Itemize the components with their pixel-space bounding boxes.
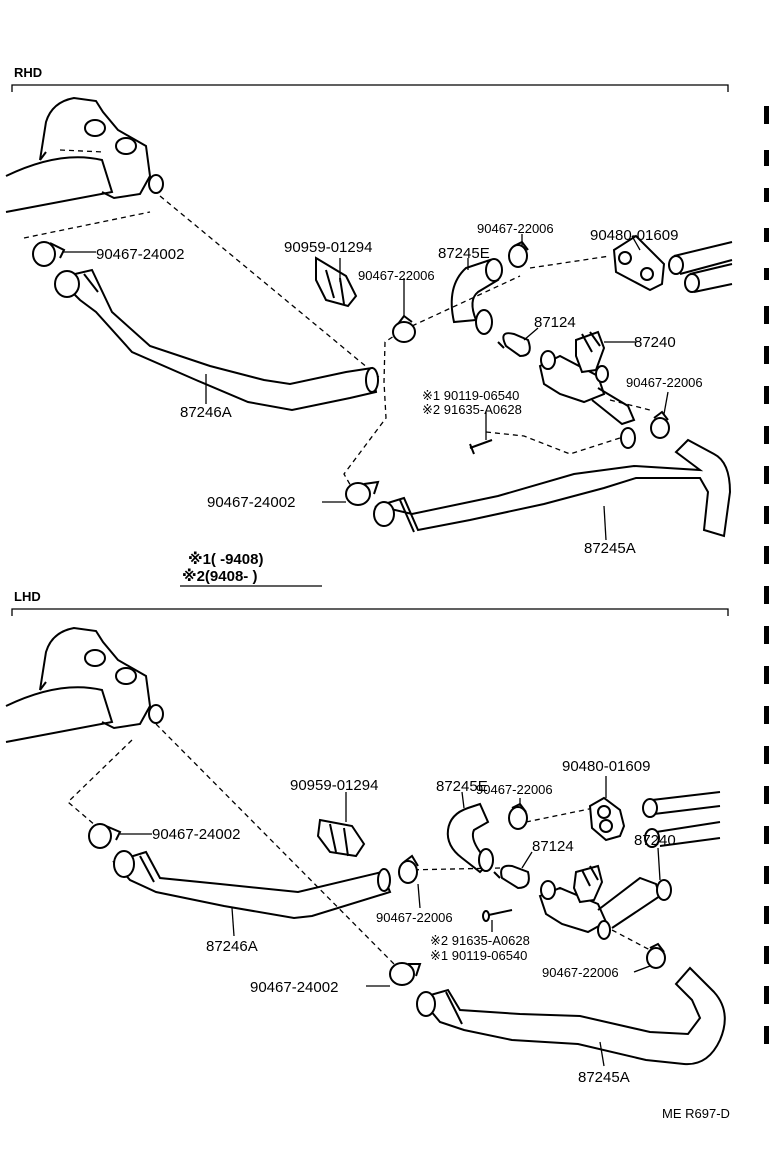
rhd-label-90467-24002-bottom: 90467-24002 bbox=[207, 494, 295, 511]
rhd-label-90467-22006-top: 90467-22006 bbox=[477, 221, 554, 236]
lhd-label-90467-24002-bottom: 90467-24002 bbox=[250, 979, 338, 996]
lhd-clamp-90467-24002-bottom: 90467-24002 bbox=[250, 962, 422, 996]
lhd-clamp-90959-01294: 90959-01294 bbox=[290, 777, 378, 858]
lhd-hose-87245a: 87245A bbox=[416, 966, 726, 1086]
lhd-label-90467-22006-top: 90467-22006 bbox=[476, 782, 553, 797]
lhd-dash-line-1 bbox=[155, 723, 397, 967]
rhd-dash-line-3 bbox=[411, 275, 521, 327]
legend-line-2: ※2(9408- ) bbox=[182, 567, 257, 585]
lhd-engine-block bbox=[5, 626, 164, 827]
lhd-heater-pipes bbox=[642, 791, 721, 848]
rhd-clamp-90467-24002-top: 90467-24002 bbox=[32, 241, 184, 267]
lhd-label-90467-22006-right: 90467-22006 bbox=[542, 965, 619, 980]
rhd-clamp-90467-22006-top: 90467-22006 bbox=[477, 221, 554, 268]
rhd-heater-pipes bbox=[668, 241, 733, 293]
lhd-clamp-90467-24002-top: 90467-24002 bbox=[88, 823, 240, 849]
rhd-label-bolt-1: ※1 90119-06540 bbox=[422, 388, 519, 403]
lhd-clamp-90467-22006-right: 90467-22006 bbox=[542, 942, 666, 980]
lhd-clamp-90467-22006-top: 90467-22006 bbox=[476, 782, 553, 830]
lhd-label-bolt-2: ※2 91635-A0628 bbox=[430, 933, 530, 948]
rhd-dash-line-4 bbox=[529, 255, 611, 269]
lhd-label-87245e: 87245E bbox=[436, 778, 488, 795]
rhd-label-90467-22006-left: 90467-22006 bbox=[358, 268, 435, 283]
rhd-clamp-90467-24002-bottom: 90467-24002 bbox=[207, 480, 380, 511]
rhd-clip-87124: 87124 bbox=[497, 314, 576, 358]
rhd-label-bolt-2: ※2 91635-A0628 bbox=[422, 402, 522, 417]
lhd-label-87124: 87124 bbox=[532, 838, 574, 855]
rhd-clamp-90467-22006-right: 90467-22006 bbox=[626, 375, 703, 439]
rhd-label-87246a: 87246A bbox=[180, 404, 232, 421]
rhd-engine-block bbox=[5, 96, 164, 239]
lhd-label-87246a: 87246A bbox=[206, 938, 258, 955]
rhd-hose-87246a: 87246A bbox=[54, 268, 379, 421]
lhd-clamp-90467-22006-left: 90467-22006 bbox=[376, 854, 453, 925]
lhd-dash-line-2 bbox=[525, 807, 595, 823]
rhd-dash-line-6 bbox=[609, 399, 651, 411]
rhd-label-87245e: 87245E bbox=[438, 245, 490, 262]
rhd-clamp-90467-22006-left: 90467-22006 bbox=[358, 268, 435, 343]
lhd-section: LHD 90467-24002 bbox=[5, 589, 729, 1086]
rhd-label-90959-01294: 90959-01294 bbox=[284, 239, 372, 256]
lhd-dash-line-4 bbox=[611, 929, 651, 951]
rhd-label-90467-24002-top: 90467-24002 bbox=[96, 246, 184, 263]
legend-line-1: ※1( -9408) bbox=[188, 550, 263, 568]
footer-code: ME R697-D bbox=[662, 1106, 730, 1121]
lhd-label-90467-22006-left: 90467-22006 bbox=[376, 910, 453, 925]
rhd-hose-87245a: 87245A bbox=[373, 438, 732, 557]
rhd-label-87240: 87240 bbox=[634, 334, 676, 351]
lhd-label-87245a: 87245A bbox=[578, 1069, 630, 1086]
lhd-bolt: ※2 91635-A0628 ※1 90119-06540 bbox=[430, 909, 530, 963]
rhd-dash-line-2 bbox=[343, 331, 401, 489]
rhd-bolt: ※1 90119-06540 ※2 91635-A0628 bbox=[422, 388, 522, 455]
right-edge-marks bbox=[764, 106, 769, 1044]
lhd-label-bolt-1: ※1 90119-06540 bbox=[430, 948, 527, 963]
rhd-label-90480-01609: 90480-01609 bbox=[590, 227, 678, 244]
rhd-clamp-90959-01294: 90959-01294 bbox=[284, 239, 372, 308]
lhd-section-label: LHD bbox=[14, 589, 41, 604]
lhd-label-90480-01609: 90480-01609 bbox=[562, 758, 650, 775]
lhd-dash-line-3 bbox=[403, 867, 501, 871]
lhd-hose-87246a: 87246A bbox=[112, 850, 392, 955]
lhd-label-90959-01294: 90959-01294 bbox=[290, 777, 378, 794]
rhd-legend: ※1( -9408) ※2(9408- ) bbox=[180, 550, 322, 587]
lhd-hose-87245e: 87245E bbox=[436, 778, 494, 874]
lhd-label-87240: 87240 bbox=[634, 832, 676, 849]
lhd-section-bracket bbox=[11, 608, 729, 616]
rhd-section-label: RHD bbox=[14, 65, 42, 80]
lhd-valve-87240: 87240 bbox=[538, 832, 676, 940]
rhd-label-87124: 87124 bbox=[534, 314, 576, 331]
rhd-label-87245a: 87245A bbox=[584, 540, 636, 557]
rhd-grommet-90480-01609: 90480-01609 bbox=[590, 227, 678, 292]
rhd-section: RHD 90467-24002 bbox=[5, 65, 733, 587]
lhd-grommet-90480-01609: 90480-01609 bbox=[562, 758, 650, 842]
lhd-clip-87124: 87124 bbox=[493, 838, 574, 890]
rhd-valve-87240: 87240 bbox=[538, 330, 676, 449]
rhd-label-90467-22006-right: 90467-22006 bbox=[626, 375, 703, 390]
rhd-dash-line-5 bbox=[485, 431, 621, 455]
rhd-section-bracket bbox=[11, 84, 729, 92]
rhd-dash-line-1 bbox=[159, 195, 381, 379]
lhd-label-90467-24002-top: 90467-24002 bbox=[152, 826, 240, 843]
rhd-hose-87245e: 87245E bbox=[438, 245, 503, 335]
